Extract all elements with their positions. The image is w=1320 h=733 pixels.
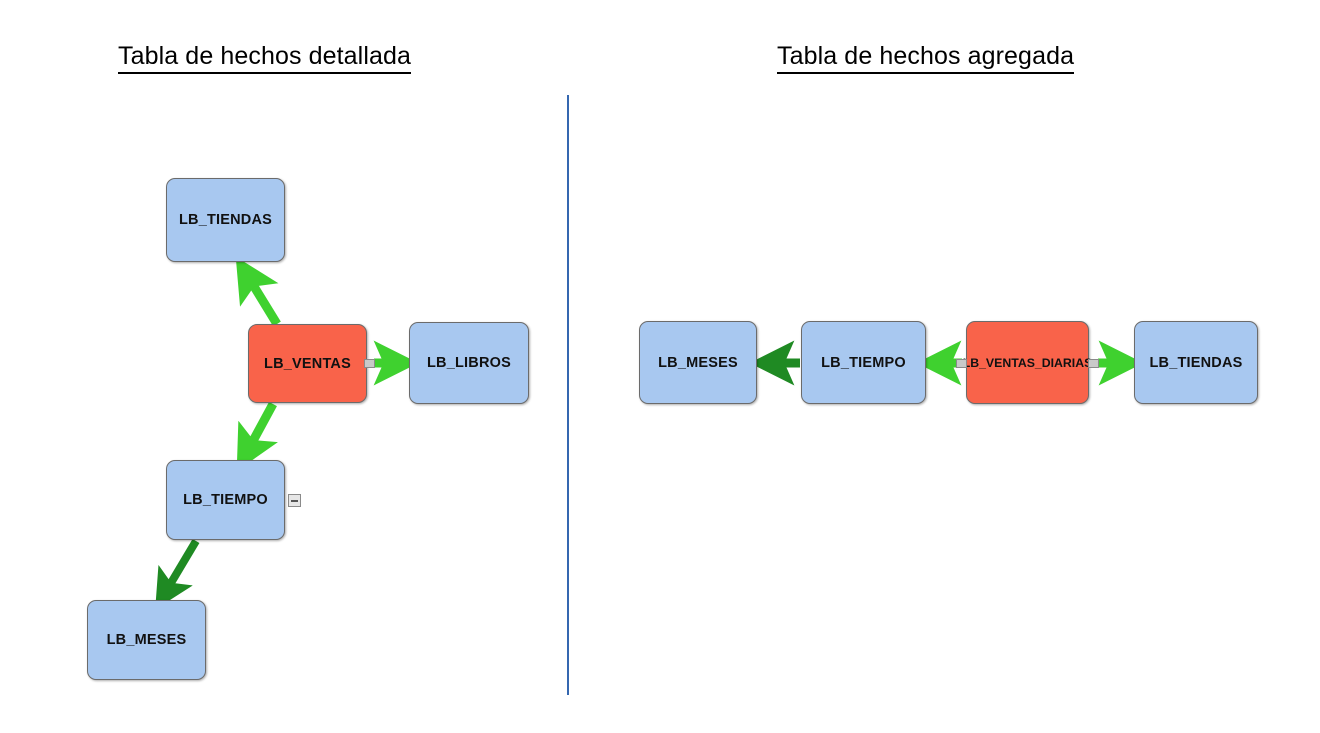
node-lb-libros[interactable]: LB_LIBROS	[409, 322, 529, 404]
panel-title-detallada-text: Tabla de hechos detallada	[118, 44, 412, 74]
node-lb-tiempo-left[interactable]: LB_TIEMPO	[166, 460, 285, 540]
panel-title-detallada: Tabla de hechos detallada	[118, 44, 412, 74]
edge-ventas-to-tiendas	[235, 256, 281, 327]
panel-title-agregada: Tabla de hechos agregada	[777, 44, 1075, 74]
connector-stub-ventas-libros	[364, 359, 375, 368]
node-label: LB_MESES	[658, 354, 738, 371]
node-label: LB_LIBROS	[427, 355, 511, 371]
node-lb-meses-left[interactable]: LB_MESES	[87, 600, 206, 680]
connector-stub-ventasdiarias-left	[956, 359, 967, 368]
node-label: LB_TIEMPO	[183, 492, 268, 508]
panel-title-agregada-text: Tabla de hechos agregada	[777, 44, 1075, 74]
edge-tiempo-to-meses	[155, 538, 200, 610]
node-lb-tiempo-right[interactable]: LB_TIEMPO	[801, 321, 926, 404]
node-label: LB_TIENDAS	[178, 212, 273, 228]
panel-divider	[567, 95, 569, 695]
node-lb-tiendas-left[interactable]: LB_TIENDAS	[166, 178, 285, 262]
edge-ventas-to-tiempo	[236, 401, 278, 471]
collapse-minus-icon[interactable]	[288, 494, 301, 507]
node-label: LB_MESES	[106, 632, 187, 648]
node-lb-meses-right[interactable]: LB_MESES	[639, 321, 757, 404]
node-label: LB_VENTAS_DIARIAS	[962, 355, 1093, 370]
node-label: LB_TIEMPO	[821, 354, 906, 371]
node-label: LB_TIENDAS	[1149, 354, 1243, 371]
connector-stub-ventasdiarias-right	[1088, 359, 1099, 368]
node-lb-tiendas-right[interactable]: LB_TIENDAS	[1134, 321, 1258, 404]
node-label: LB_VENTAS	[264, 355, 351, 372]
node-lb-ventas-diarias[interactable]: LB_VENTAS_DIARIAS	[963, 321, 1092, 404]
node-lb-ventas[interactable]: LB_VENTAS	[248, 324, 367, 403]
